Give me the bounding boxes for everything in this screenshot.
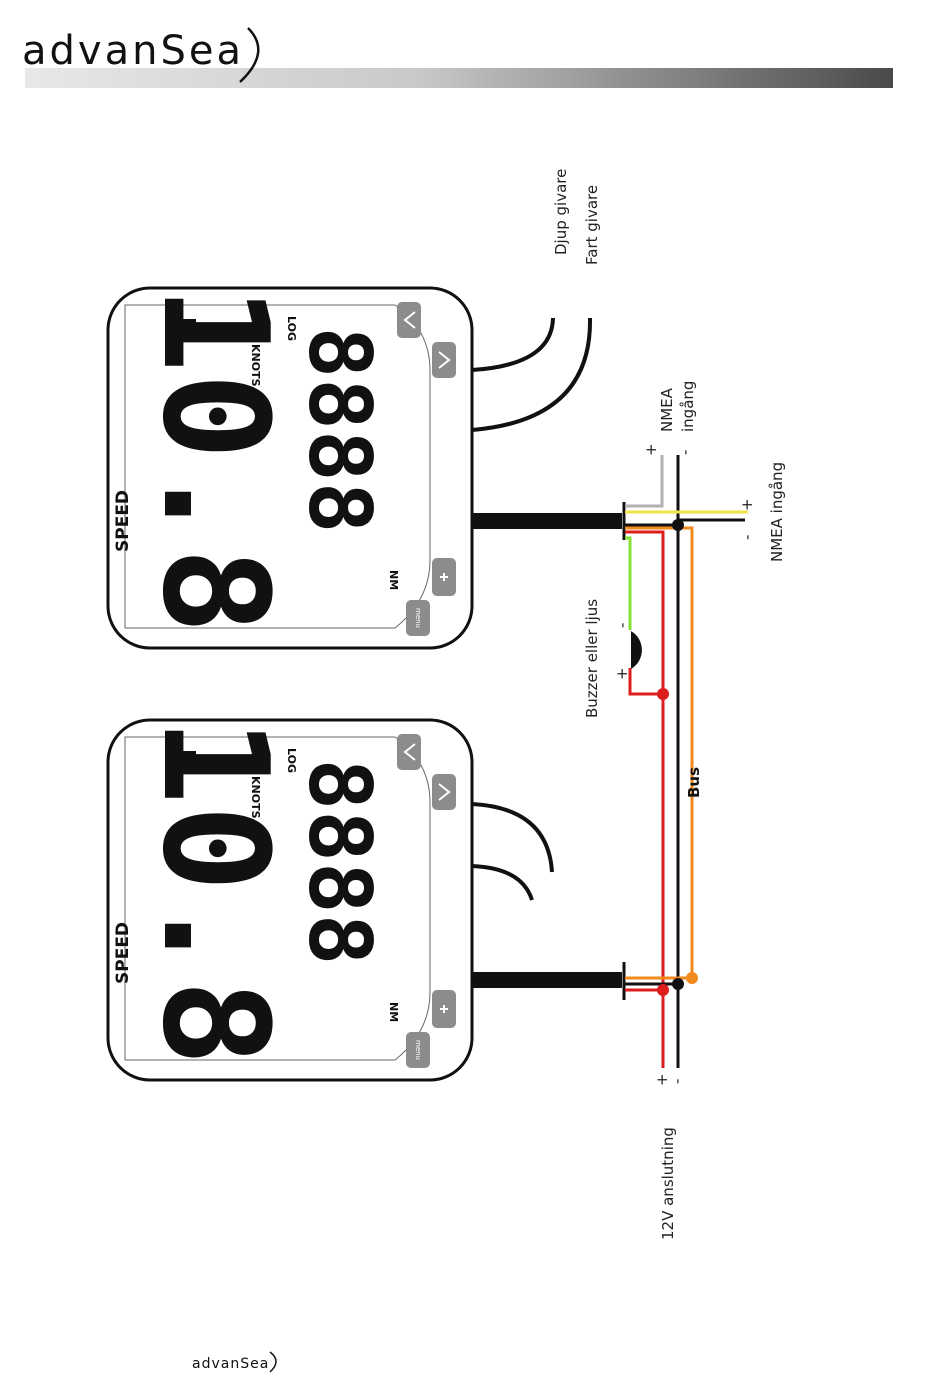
depth-sensor-label: Djup givare (552, 169, 570, 255)
nmea-1-minus: - (676, 450, 694, 455)
nmea-1-label-line2: ingång (679, 381, 697, 432)
junction-dot (686, 972, 698, 984)
cables (472, 318, 624, 1000)
instrument-1-speed-label: SPEED (113, 490, 133, 552)
instrument-2-cable-b (472, 866, 532, 900)
instrument-2: 10.8 8888 SPEED KNOTS LOG NM menu (108, 717, 472, 1080)
instrument-1-menu-button[interactable]: menu (406, 600, 430, 636)
speed-sensor-cable (472, 318, 590, 430)
instrument-2-cable-a (472, 804, 552, 872)
footer-swoosh-icon (270, 1352, 276, 1372)
depth-sensor-cable (472, 318, 553, 370)
junction-dot (672, 519, 684, 531)
power-positive-wire (625, 990, 663, 1068)
instrument-1-light-button[interactable] (432, 558, 456, 596)
nmea-2-label: NMEA ingång (768, 462, 786, 562)
instrument-2-menu-button[interactable]: menu (406, 1032, 430, 1068)
instrument-1-main-value: 10.8 (130, 285, 299, 634)
buzzer-label: Buzzer eller ljus (583, 599, 601, 718)
instrument-1-log-value: 8888 (289, 326, 389, 533)
header: advanSea (22, 28, 893, 88)
instrument-1: 10.8 8888 SPEED KNOTS LOG NM menu (108, 285, 472, 648)
nmea-2-plus: + (738, 498, 756, 511)
instrument-2-speed-label: SPEED (113, 922, 133, 984)
instrument-1-down-button[interactable] (432, 342, 456, 378)
buzzer-positive-wire (630, 668, 663, 694)
instrument-1-up-button[interactable] (397, 302, 421, 338)
nmea-2-minus: - (738, 535, 756, 540)
power-label: 12V anslutning (659, 1127, 677, 1240)
power-negative-wire (625, 984, 678, 1068)
instrument-1-log-label: LOG (285, 316, 298, 341)
nmea-1-label-line1: NMEA (658, 387, 676, 432)
instrument-1-nm-label: NM (387, 570, 400, 590)
bus-label: Bus (685, 767, 703, 798)
buzzer-minus: - (613, 623, 631, 628)
nmea-1-plus: + (642, 443, 660, 456)
instrument-2-log-value: 8888 (289, 758, 389, 965)
junction-dot (672, 978, 684, 990)
instrument-2-menu-label: menu (414, 1040, 422, 1060)
instrument-1-menu-label: menu (414, 608, 422, 628)
instrument-1-knots-label: KNOTS (249, 344, 262, 387)
wiring (625, 455, 748, 1068)
instrument-1-cable (472, 513, 622, 529)
nmea-1-positive-wire (625, 455, 662, 506)
instrument-2-nm-label: NM (387, 1002, 400, 1022)
footer-logo: advanSea (192, 1356, 269, 1372)
instrument-2-log-label: LOG (285, 748, 298, 773)
brand-logo: advanSea (22, 28, 244, 74)
buzzer-plus: + (613, 667, 631, 680)
instrument-2-up-button[interactable] (397, 734, 421, 770)
instrument-2-cable (472, 972, 622, 988)
instrument-2-main-value: 10.8 (130, 717, 299, 1066)
bus-wire (625, 528, 692, 978)
speed-sensor-label: Fart givare (583, 185, 601, 265)
power-minus: - (668, 1079, 686, 1084)
junction-dot (657, 984, 669, 996)
junction-dot (657, 688, 669, 700)
buzzer-icon (631, 631, 642, 669)
instrument-2-light-button[interactable] (432, 990, 456, 1028)
instrument-2-knots-label: KNOTS (249, 776, 262, 819)
buzzer-negative-wire (625, 538, 630, 630)
footer: advanSea (192, 1352, 276, 1372)
instrument-2-down-button[interactable] (432, 774, 456, 810)
